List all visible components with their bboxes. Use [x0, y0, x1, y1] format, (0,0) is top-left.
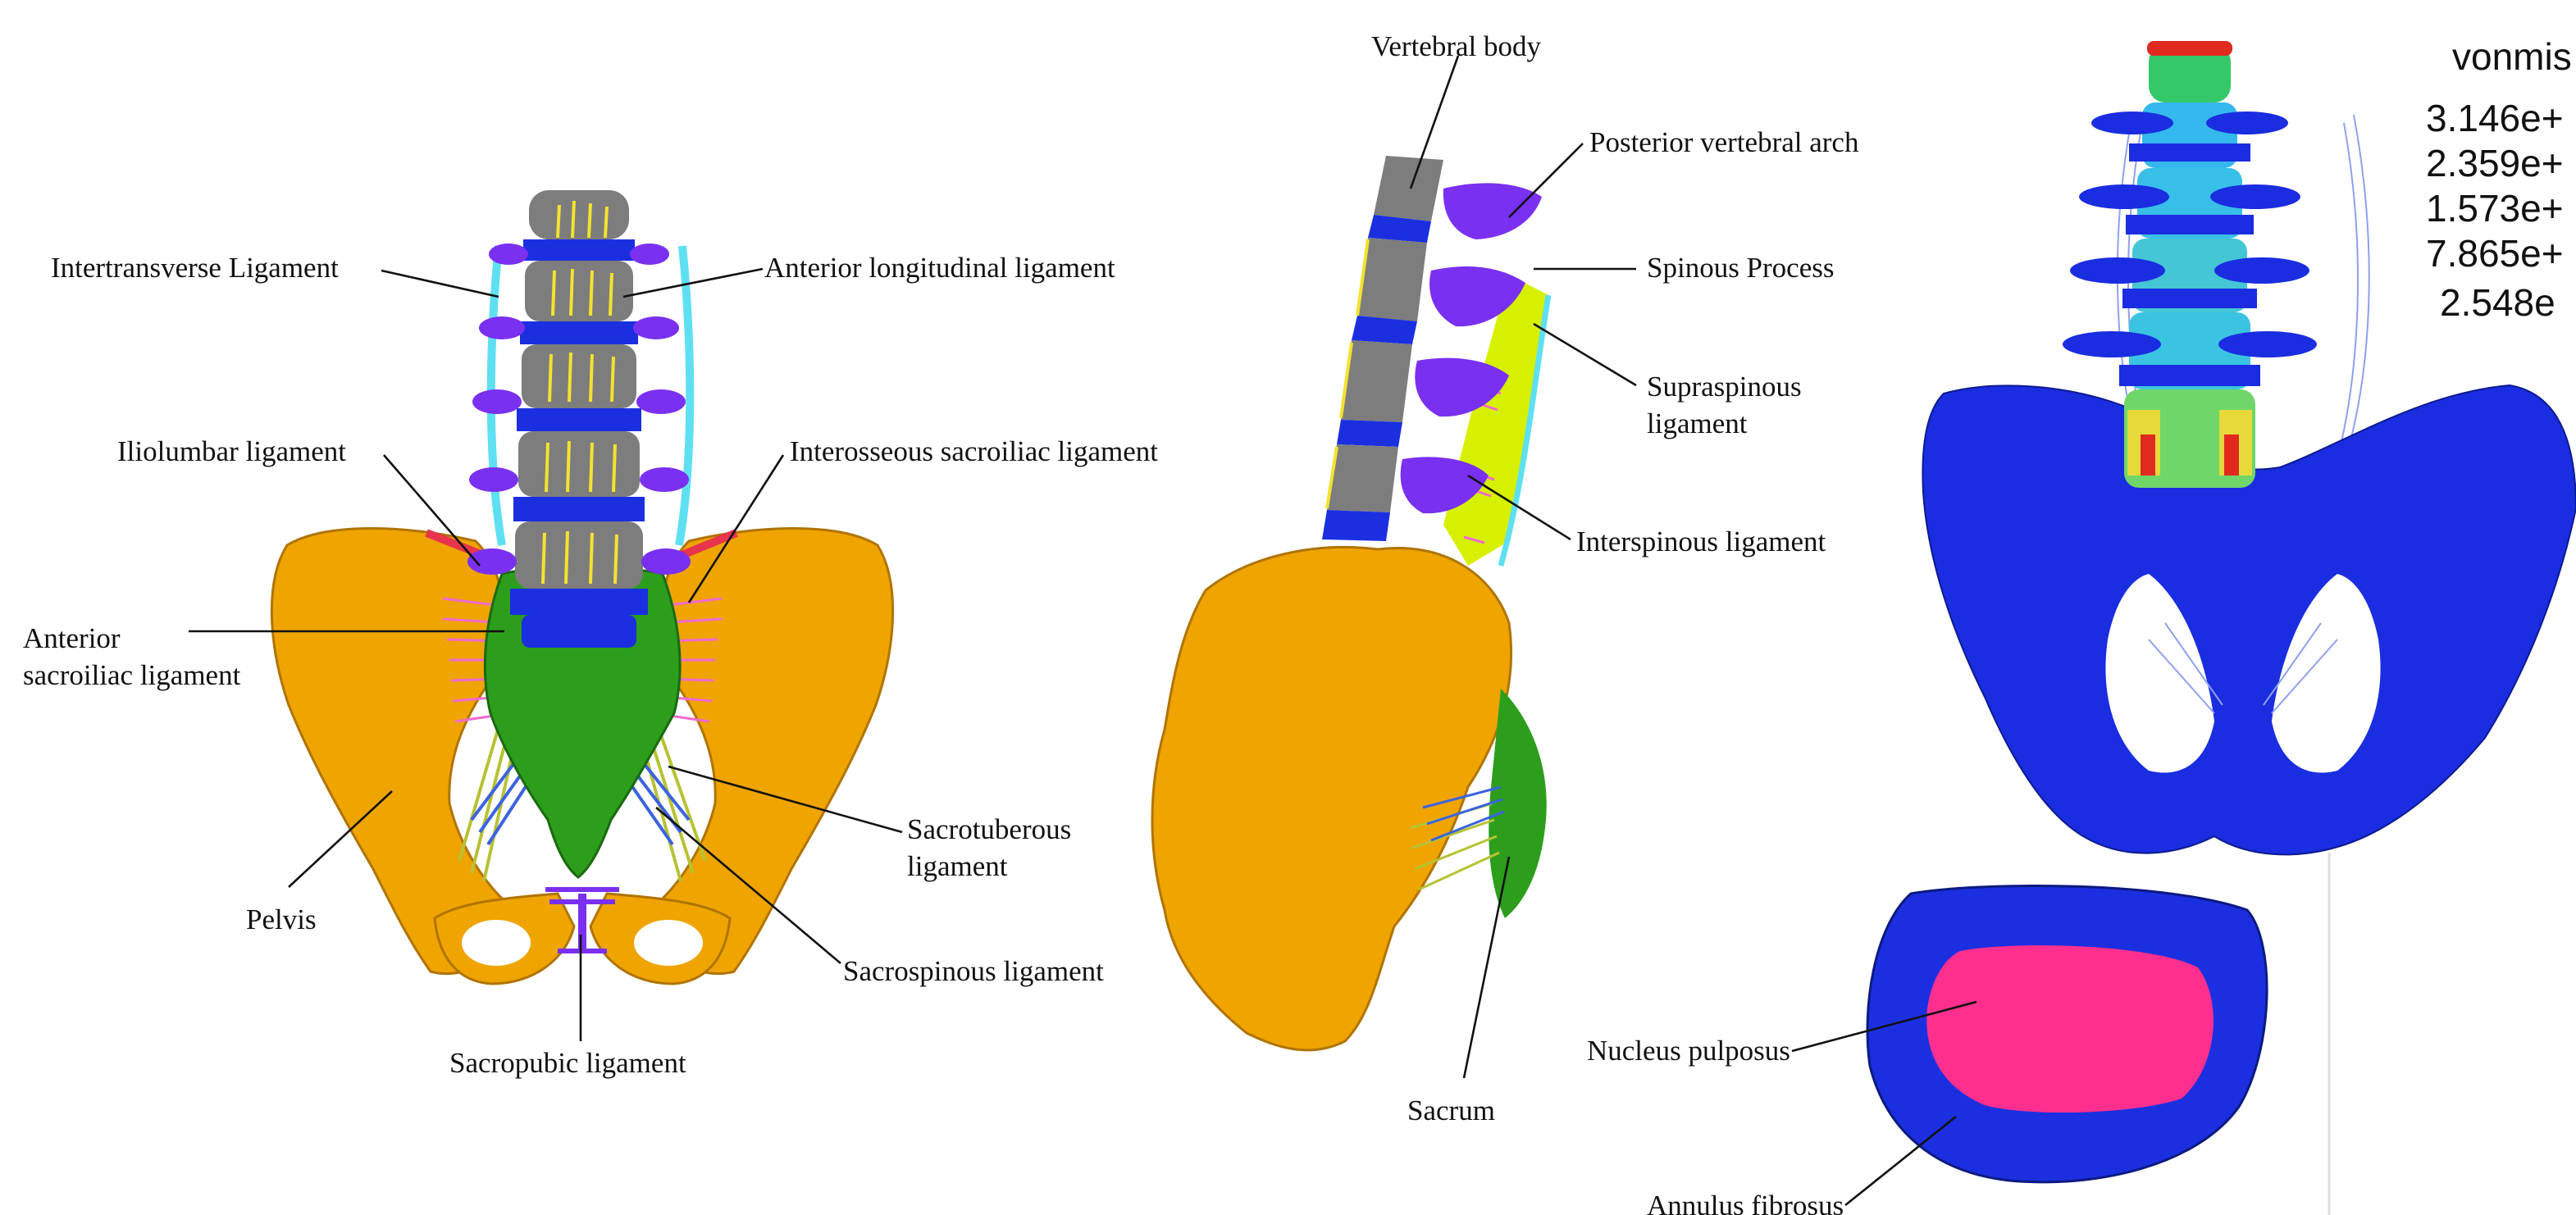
- label-sacrotuberous-1: Sacrotuberous: [907, 813, 1071, 845]
- legend-value-2: 2.359e+: [2426, 142, 2564, 184]
- label-intertransverse: Intertransverse Ligament: [51, 252, 339, 284]
- label-interosseous-sacroiliac: Interosseous sacroiliac ligament: [790, 435, 1158, 467]
- label-sacrotuberous-2: ligament: [907, 850, 1008, 882]
- left-obturator-foramen: [462, 920, 531, 966]
- label-supraspinous-1: Supraspinous: [1647, 371, 1802, 403]
- nucleus-pulposus-shape: [1926, 945, 2214, 1113]
- disc-view-panel: [1867, 885, 2267, 1181]
- legend-value-5: 2.548e: [2440, 281, 2555, 324]
- label-supraspinous-2: ligament: [1647, 407, 1748, 439]
- legend-value-4: 7.865e+: [2426, 232, 2564, 275]
- legend-title: vonmis: [2452, 35, 2572, 78]
- label-annulus-fibrosus: Annulus fibrosus: [1647, 1190, 1844, 1215]
- disc-view-labels: Nucleus pulposus Annulus fibrosus: [1587, 1035, 1844, 1215]
- label-sacrum: Sacrum: [1407, 1094, 1495, 1126]
- label-anterior-sacroiliac-2: sacroiliac ligament: [23, 659, 241, 691]
- label-anterior-longitudinal: Anterior longitudinal ligament: [764, 252, 1115, 284]
- side-view-panel: [1152, 156, 1548, 1050]
- label-iliolumbar: Iliolumbar ligament: [117, 435, 346, 467]
- legend-value-1: 3.146e+: [2426, 97, 2564, 139]
- lumbar-vertebrae-front: [510, 190, 648, 648]
- label-sacropubic: Sacropubic ligament: [449, 1047, 686, 1079]
- label-sacrospinous: Sacrospinous ligament: [843, 955, 1104, 987]
- legend-value-3: 1.573e+: [2426, 187, 2564, 230]
- label-pelvis: Pelvis: [246, 903, 317, 935]
- right-obturator-foramen: [634, 920, 703, 966]
- stress-legend: vonmis 3.146e+ 2.359e+ 1.573e+ 7.865e+ 2…: [2426, 35, 2572, 324]
- label-vertebral-body: Vertebral body: [1371, 30, 1542, 62]
- side-sacrum: [1489, 689, 1547, 918]
- front-view-panel: [271, 190, 892, 984]
- leader-lines: [189, 56, 1976, 1205]
- label-interspinous: Interspinous ligament: [1576, 526, 1826, 557]
- label-anterior-sacroiliac-1: Anterior: [23, 622, 121, 654]
- label-posterior-arch: Posterior vertebral arch: [1589, 126, 1859, 158]
- label-spinous-process: Spinous Process: [1647, 252, 1835, 284]
- label-nucleus-pulposus: Nucleus pulposus: [1587, 1035, 1790, 1067]
